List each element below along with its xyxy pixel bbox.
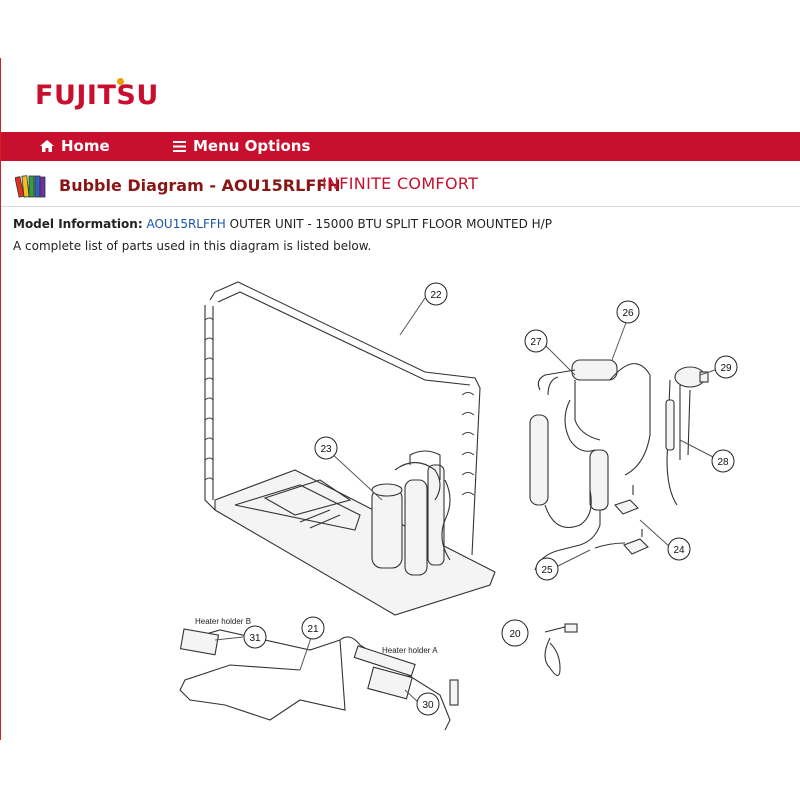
page-frame: [0, 58, 800, 740]
bubble-31-label: 31: [249, 633, 261, 644]
parts-book-icon: [15, 175, 46, 198]
condenser-coil: [204, 281, 481, 556]
bubble-diagram: Heater holder B Heater holder A 22 23 26…: [179, 281, 738, 731]
caption-heater-holder-a: Heater holder A: [382, 646, 438, 655]
bubble-30-label: 30: [422, 700, 434, 711]
menu-icon: [173, 140, 186, 152]
bubble-22[interactable]: 22: [424, 282, 448, 306]
model-code-link[interactable]: AOU15RLFFH: [146, 217, 226, 231]
page-title: Bubble Diagram - AOU15RLFFH: [59, 176, 341, 195]
main-navbar: Home Menu Options: [1, 132, 800, 161]
model-information: Model Information: AOU15RLFFH OUTER UNIT…: [13, 217, 552, 231]
model-description: OUTER UNIT - 15000 BTU SPLIT FLOOR MOUNT…: [229, 217, 552, 231]
bubble-26-label: 26: [622, 308, 634, 319]
bubble-23-label: 23: [320, 444, 332, 455]
bubble-31[interactable]: 31: [243, 625, 267, 649]
bubble-22-label: 22: [430, 290, 442, 301]
bubble-21[interactable]: 21: [301, 616, 325, 640]
bubble-25-label: 25: [541, 565, 553, 576]
model-label: Model Information:: [13, 217, 143, 231]
bubble-27[interactable]: 27: [524, 329, 548, 353]
nav-home-label: Home: [61, 137, 110, 155]
intro-text: A complete list of parts used in this di…: [13, 239, 372, 253]
base-pan: [214, 469, 496, 616]
four-way-valve-assembly: [529, 359, 651, 571]
bubble-20-label: 20: [509, 629, 521, 640]
nav-home-link[interactable]: Home: [39, 137, 110, 155]
compressor-assembly: [371, 450, 451, 576]
title-bar: Bubble Diagram - AOU15RLFFH INFINITE COM…: [1, 163, 800, 207]
bubble-24[interactable]: 24: [667, 537, 691, 561]
bubble-21-label: 21: [307, 624, 319, 635]
logo-dot: [117, 78, 124, 85]
leader-lines: [214, 297, 716, 703]
bubble-23[interactable]: 23: [314, 436, 338, 460]
nav-menu-options[interactable]: Menu Options: [173, 137, 310, 155]
tagline: INFINITE COMFORT: [322, 174, 479, 193]
fujitsu-logo[interactable]: FUJITSU: [35, 78, 159, 111]
bubble-20[interactable]: 20: [501, 619, 529, 647]
bubble-26[interactable]: 26: [616, 300, 640, 324]
thermistor-part: [544, 623, 578, 677]
bubble-30[interactable]: 30: [416, 692, 440, 716]
expansion-valve-assembly: [665, 366, 709, 506]
bubble-25[interactable]: 25: [535, 557, 559, 581]
bubble-28[interactable]: 28: [711, 449, 735, 473]
caption-heater-holder-b: Heater holder B: [195, 617, 251, 626]
logo-text: FUJITSU: [35, 80, 159, 111]
home-icon: [40, 140, 54, 152]
bubble-29[interactable]: 29: [714, 355, 738, 379]
bubble-29-label: 29: [720, 363, 732, 374]
bubble-27-label: 27: [530, 337, 542, 348]
bubble-28-label: 28: [717, 457, 729, 468]
nav-menu-label: Menu Options: [193, 137, 311, 155]
service-valves: [594, 485, 649, 555]
bubble-24-label: 24: [673, 545, 685, 556]
heater-assembly: [179, 628, 459, 731]
